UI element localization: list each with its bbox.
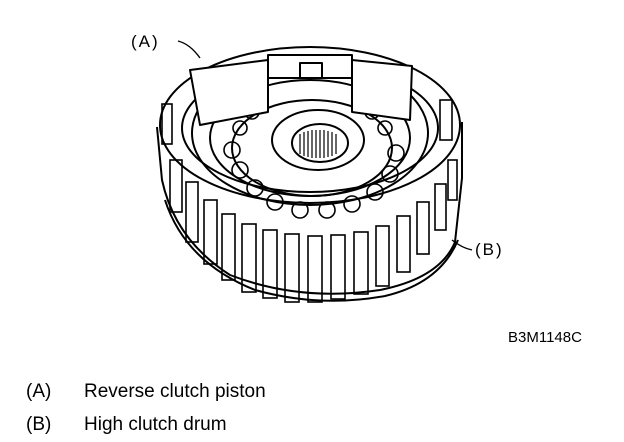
legend-item: (B) High clutch drum — [26, 415, 227, 434]
legend-key: (B) — [26, 414, 52, 435]
callout-b-label: (B) — [475, 240, 504, 259]
leader-lines — [177, 40, 473, 251]
drum-top-rim — [159, 46, 461, 204]
legend-text: Reverse clutch piston — [84, 381, 266, 402]
drum-splines — [161, 99, 458, 303]
hub-spline — [299, 130, 337, 158]
legend-key: (A) — [26, 381, 52, 402]
leader-line-b — [451, 239, 473, 251]
legend-text: High clutch drum — [84, 414, 227, 435]
piston-tabs — [189, 54, 413, 126]
legend-item: (A) Reverse clutch piston — [26, 382, 266, 401]
inner-bore — [231, 99, 393, 197]
drum-outer-wall — [156, 122, 463, 295]
leader-line-a — [177, 40, 201, 59]
drum-bottom-rim — [164, 199, 459, 302]
callout-a-label: (A) — [131, 32, 160, 51]
figure-code: B3M1148C — [508, 329, 582, 346]
hub-outer — [271, 109, 365, 171]
hub-inner — [291, 123, 349, 163]
